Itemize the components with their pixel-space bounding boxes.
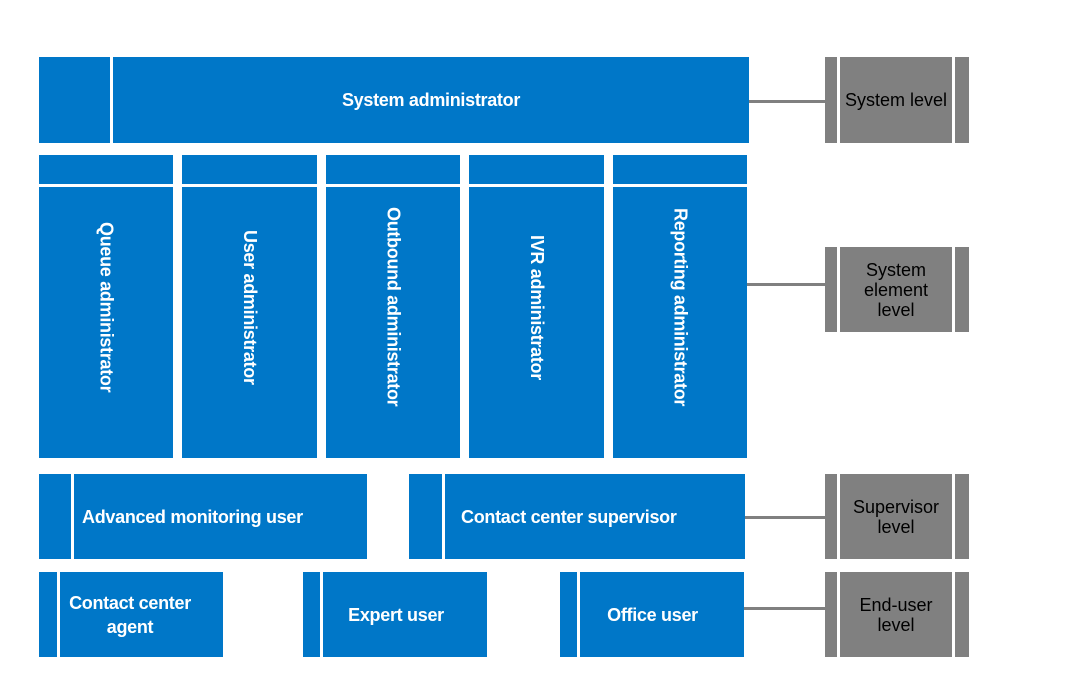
box-divider [837, 247, 840, 332]
box-divider [952, 57, 955, 143]
contact-center-agent-label: Contact center agent [69, 592, 191, 637]
contact-center-supervisor-box [409, 474, 745, 559]
office-user-label: Office user [607, 604, 698, 625]
contact-center-supervisor-label: Contact center supervisor [461, 506, 677, 527]
queue-administrator-label: Queue administrator [96, 221, 117, 393]
box-divider [837, 474, 840, 559]
box-divider [952, 247, 955, 332]
box-divider [577, 572, 580, 657]
reporting-administrator-box [613, 155, 747, 458]
box-divider [71, 474, 74, 559]
system-level-label: System level [844, 90, 948, 110]
box-divider [326, 184, 460, 187]
box-divider [952, 572, 955, 657]
reporting-administrator-label: Reporting administrator [670, 207, 691, 407]
supervisor-level-label: Supervisor level [852, 496, 940, 537]
contact-center-agent-box [39, 572, 223, 657]
box-divider [837, 572, 840, 657]
system-administrator-label: System administrator [341, 90, 521, 110]
user-administrator-label: User administrator [240, 229, 260, 385]
connector-supervisor-level [745, 516, 826, 519]
system-level-box [825, 57, 969, 143]
ivr-administrator-label: IVR administrator [527, 234, 547, 380]
box-divider [952, 474, 955, 559]
queue-administrator-box [39, 155, 173, 458]
outbound-administrator-label: Outbound administrator [383, 207, 404, 407]
box-divider [39, 184, 173, 187]
box-divider [837, 57, 840, 143]
box-divider [613, 184, 747, 187]
system-element-level-box [825, 247, 969, 332]
box-divider [182, 184, 317, 187]
box-divider [442, 474, 445, 559]
box-divider [57, 572, 60, 657]
supervisor-level-box [825, 474, 969, 559]
expert-user-label: Expert user [348, 604, 444, 625]
system-element-level-label: System element level [863, 259, 929, 320]
ivr-administrator-box [469, 155, 604, 458]
connector-system-level [749, 100, 826, 103]
system-administrator-box [39, 57, 749, 143]
user-administrator-box [182, 155, 317, 458]
office-user-box [560, 572, 744, 657]
expert-user-box [303, 572, 487, 657]
connector-end-user-level [744, 607, 826, 610]
box-divider [110, 57, 113, 143]
connector-system-element-level [747, 283, 826, 286]
box-divider [320, 572, 323, 657]
advanced-monitoring-user-box [39, 474, 367, 559]
end-user-level-label: End-user level [859, 594, 933, 635]
end-user-level-box [825, 572, 969, 657]
outbound-administrator-box [326, 155, 460, 458]
box-divider [469, 184, 604, 187]
advanced-monitoring-user-label: Advanced monitoring user [82, 506, 303, 527]
